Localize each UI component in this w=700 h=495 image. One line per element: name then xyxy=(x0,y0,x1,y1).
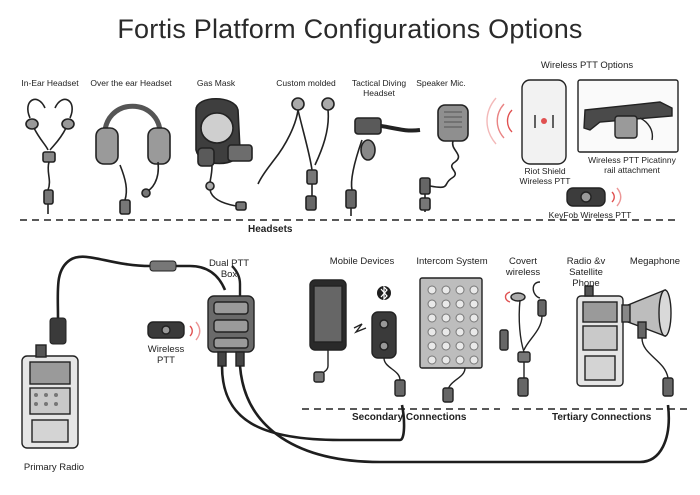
cable-connector xyxy=(49,317,67,345)
label-custom-molded: Custom molded xyxy=(276,78,336,88)
intercom-panel-illustration xyxy=(419,277,509,403)
wireless-ptt-illustration xyxy=(147,321,201,341)
primary-radio-cable xyxy=(56,255,227,319)
label-speaker-mic: Speaker Mic. xyxy=(416,78,466,88)
label-gas-mask: Gas Mask xyxy=(196,78,236,88)
mobile-phone-illustration xyxy=(309,279,347,383)
dual-ptt-box-illustration xyxy=(207,265,255,367)
mobile-ptt-adapter-illustration xyxy=(353,311,406,397)
label-dual-ptt-box: Dual PTT Box xyxy=(208,258,250,280)
secondary-cable xyxy=(220,365,406,442)
in-ear-headset-illustration xyxy=(25,98,75,214)
label-radio-satellite-phone: Radio &v Satellite Phone xyxy=(566,256,606,289)
riot-shield-ptt-illustration xyxy=(486,79,567,165)
label-intercom-system: Intercom System xyxy=(416,256,488,267)
label-megaphone: Megaphone xyxy=(629,256,681,267)
label-primary-radio: Primary Radio xyxy=(23,462,85,473)
label-over-ear-headset: Over the ear Headset xyxy=(90,78,172,88)
keyfob-ptt-illustration xyxy=(566,187,622,207)
covert-wireless-illustration xyxy=(504,281,547,397)
megaphone-illustration xyxy=(621,288,674,397)
speaker-mic-illustration xyxy=(419,104,469,212)
label-tactical-diving-headset: Tactical Diving Headset xyxy=(351,78,407,98)
tactical-diving-headset-illustration xyxy=(345,117,421,216)
headsets-section-label: Headsets xyxy=(248,224,293,235)
label-covert-wireless: Covert wireless xyxy=(505,256,541,278)
wireless-ptt-options-heading: Wireless PTT Options xyxy=(540,60,634,71)
bluetooth-icon xyxy=(377,285,391,301)
page-title: Fortis Platform Configurations Options xyxy=(117,14,583,44)
tertiary-connections-label: Tertiary Connections xyxy=(552,412,652,423)
picatinny-ptt-illustration xyxy=(577,79,679,153)
secondary-connections-label: Secondary Connections xyxy=(352,412,467,423)
cable-connector xyxy=(149,260,177,272)
label-keyfob-ptt: KeyFob Wireless PTT xyxy=(548,210,632,220)
custom-molded-illustration xyxy=(257,97,335,211)
label-in-ear-headset: In-Ear Headset xyxy=(21,78,79,88)
label-picatinny-ptt: Wireless PTT Picatinny rail attachment xyxy=(588,155,676,175)
primary-radio-illustration xyxy=(21,344,79,449)
label-riot-shield-ptt: Riot Shield Wireless PTT xyxy=(519,166,571,186)
label-mobile-devices: Mobile Devices xyxy=(329,256,395,267)
gas-mask-illustration xyxy=(195,98,253,211)
label-wireless-ptt: Wireless PTT xyxy=(147,344,185,366)
over-ear-headset-illustration xyxy=(95,103,171,215)
tertiary-cable xyxy=(238,365,671,464)
satellite-radio-illustration xyxy=(576,285,624,387)
